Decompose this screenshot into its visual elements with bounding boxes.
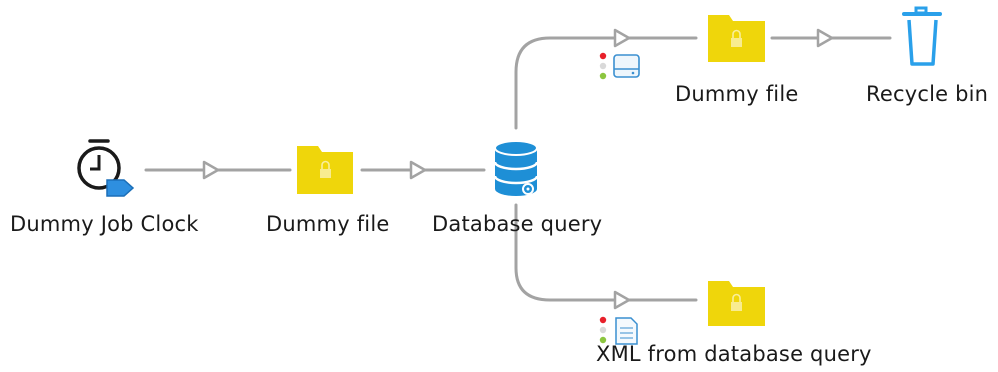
node-label-dummy-job-clock: Dummy Job Clock — [10, 212, 199, 236]
arrowhead — [409, 160, 427, 180]
node-label-dummy-file-top: Dummy file — [675, 82, 799, 106]
arrowhead — [202, 160, 220, 180]
node-label-database-query: Database query — [432, 212, 603, 236]
node-label-xml-from-database-query: XML from database query — [596, 342, 872, 366]
locked-folder-icon[interactable] — [708, 15, 765, 62]
arrowhead — [613, 290, 631, 310]
connector-database-to-xml[interactable] — [514, 203, 698, 302]
locked-folder-icon[interactable] — [297, 146, 353, 194]
clock-job-icon[interactable] — [77, 139, 135, 197]
locked-folder-icon[interactable] — [708, 281, 765, 326]
node-label-dummy-file: Dummy file — [266, 212, 390, 236]
arrowhead — [613, 28, 631, 48]
trash-icon[interactable] — [902, 6, 942, 66]
arrowhead — [816, 28, 834, 48]
drive-status-icon[interactable] — [599, 52, 640, 80]
database-icon[interactable] — [493, 140, 539, 196]
node-label-recycle-bin: Recycle bin — [866, 82, 989, 106]
connector-database-to-top-file[interactable] — [514, 36, 698, 130]
document-status-icon[interactable] — [599, 316, 638, 345]
